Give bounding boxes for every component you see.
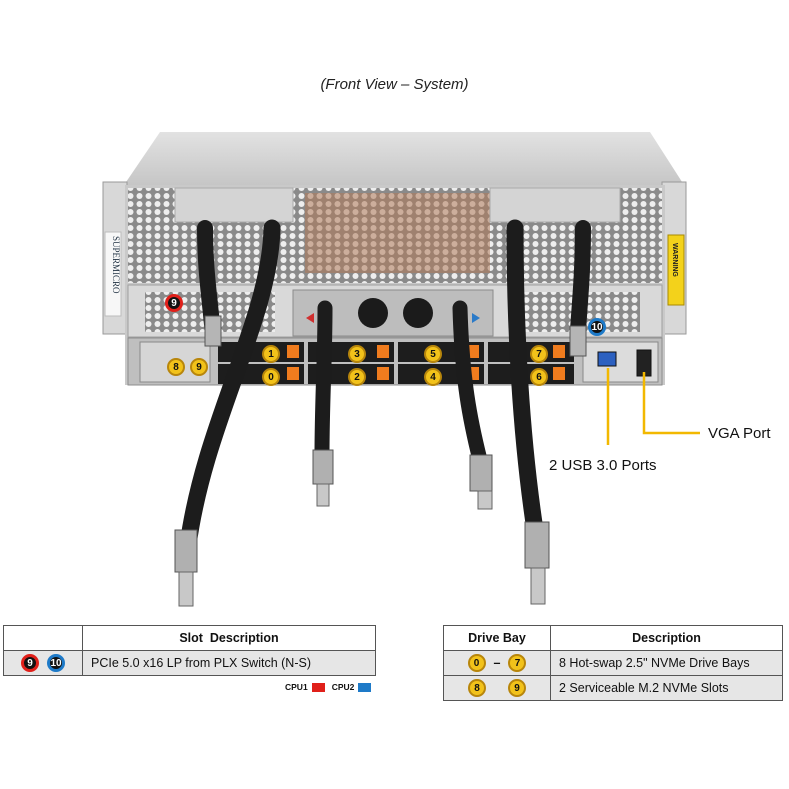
quick-disconnect-fittings xyxy=(174,315,587,607)
warning-label: WARNING xyxy=(671,243,678,277)
drive-table-header-bay: Drive Bay xyxy=(443,625,551,651)
m2-slot-badge-8: 8 xyxy=(167,358,185,376)
m2-slot-badge-9: 9 xyxy=(190,358,208,376)
warning-sticker xyxy=(667,234,685,306)
slot-row-desc: PCIe 5.0 x16 LP from PLX Switch (N-S) xyxy=(82,650,376,676)
vga-port-label: VGA Port xyxy=(708,425,771,442)
drive-bay-badge-6: 6 xyxy=(530,368,548,386)
m2-row-desc: 2 Serviceable M.2 NVMe Slots xyxy=(550,675,783,701)
cpu-legend: CPU1 CPU2 xyxy=(285,682,372,692)
slot-row-badge-9: 9 xyxy=(21,654,39,672)
chassis-top xyxy=(124,132,684,185)
drive-bay-badge-4: 4 xyxy=(424,368,442,386)
legend-cpu1-swatch xyxy=(311,682,325,692)
pcie-slot-badge-10: 10 xyxy=(588,318,606,336)
drive-bay-badge-5: 5 xyxy=(424,345,442,363)
drive-row-range-sep: – xyxy=(493,656,501,670)
m2-row-badge-9: 9 xyxy=(508,679,526,697)
table-row: 8 9 2 Serviceable M.2 NVMe Slots xyxy=(443,675,783,701)
m2-row-badge-8: 8 xyxy=(468,679,486,697)
legend-cpu1-label: CPU1 xyxy=(285,682,308,692)
legend-cpu2-label: CPU2 xyxy=(331,682,355,692)
drive-row-badge-to: 7 xyxy=(508,654,527,672)
usb-ports-label: 2 USB 3.0 Ports xyxy=(549,457,657,474)
slot-row-badge-10: 10 xyxy=(47,654,65,672)
slot-table-header-badges xyxy=(3,625,83,651)
drive-row-badge-from: 0 xyxy=(467,654,486,672)
view-title: (Front View – System) xyxy=(320,76,469,93)
drive-bay-badge-1: 1 xyxy=(262,345,280,363)
pcie-slot-badge-9: 9 xyxy=(165,294,183,312)
slot-table-header-desc: Slot Description xyxy=(82,625,376,651)
drive-bay-badge-2: 2 xyxy=(348,368,366,386)
heatsink-copper xyxy=(305,193,490,273)
drive-row-desc: 8 Hot-swap 2.5" NVMe Drive Bays xyxy=(550,650,783,676)
drive-bay-badge-0: 0 xyxy=(262,368,280,386)
drive-bay-table: Drive Bay Description 0 – 7 8 Hot-swap 2… xyxy=(443,625,783,701)
table-row: 0 – 7 8 Hot-swap 2.5" NVMe Drive Bays xyxy=(443,650,783,676)
drive-bay-badge-3: 3 xyxy=(348,345,366,363)
drive-bay-badge-7: 7 xyxy=(530,345,548,363)
slot-description-table: Slot Description 9 10 PCIe 5.0 x16 LP fr… xyxy=(3,625,376,676)
vga-callout-line xyxy=(642,372,700,435)
drive-table-header-desc: Description xyxy=(550,625,783,651)
usb-port xyxy=(597,351,617,367)
legend-cpu2-swatch xyxy=(358,682,372,692)
supermicro-logo: SUPERMICRO xyxy=(111,236,121,294)
table-row: 9 10 PCIe 5.0 x16 LP from PLX Switch (N-… xyxy=(3,650,376,676)
